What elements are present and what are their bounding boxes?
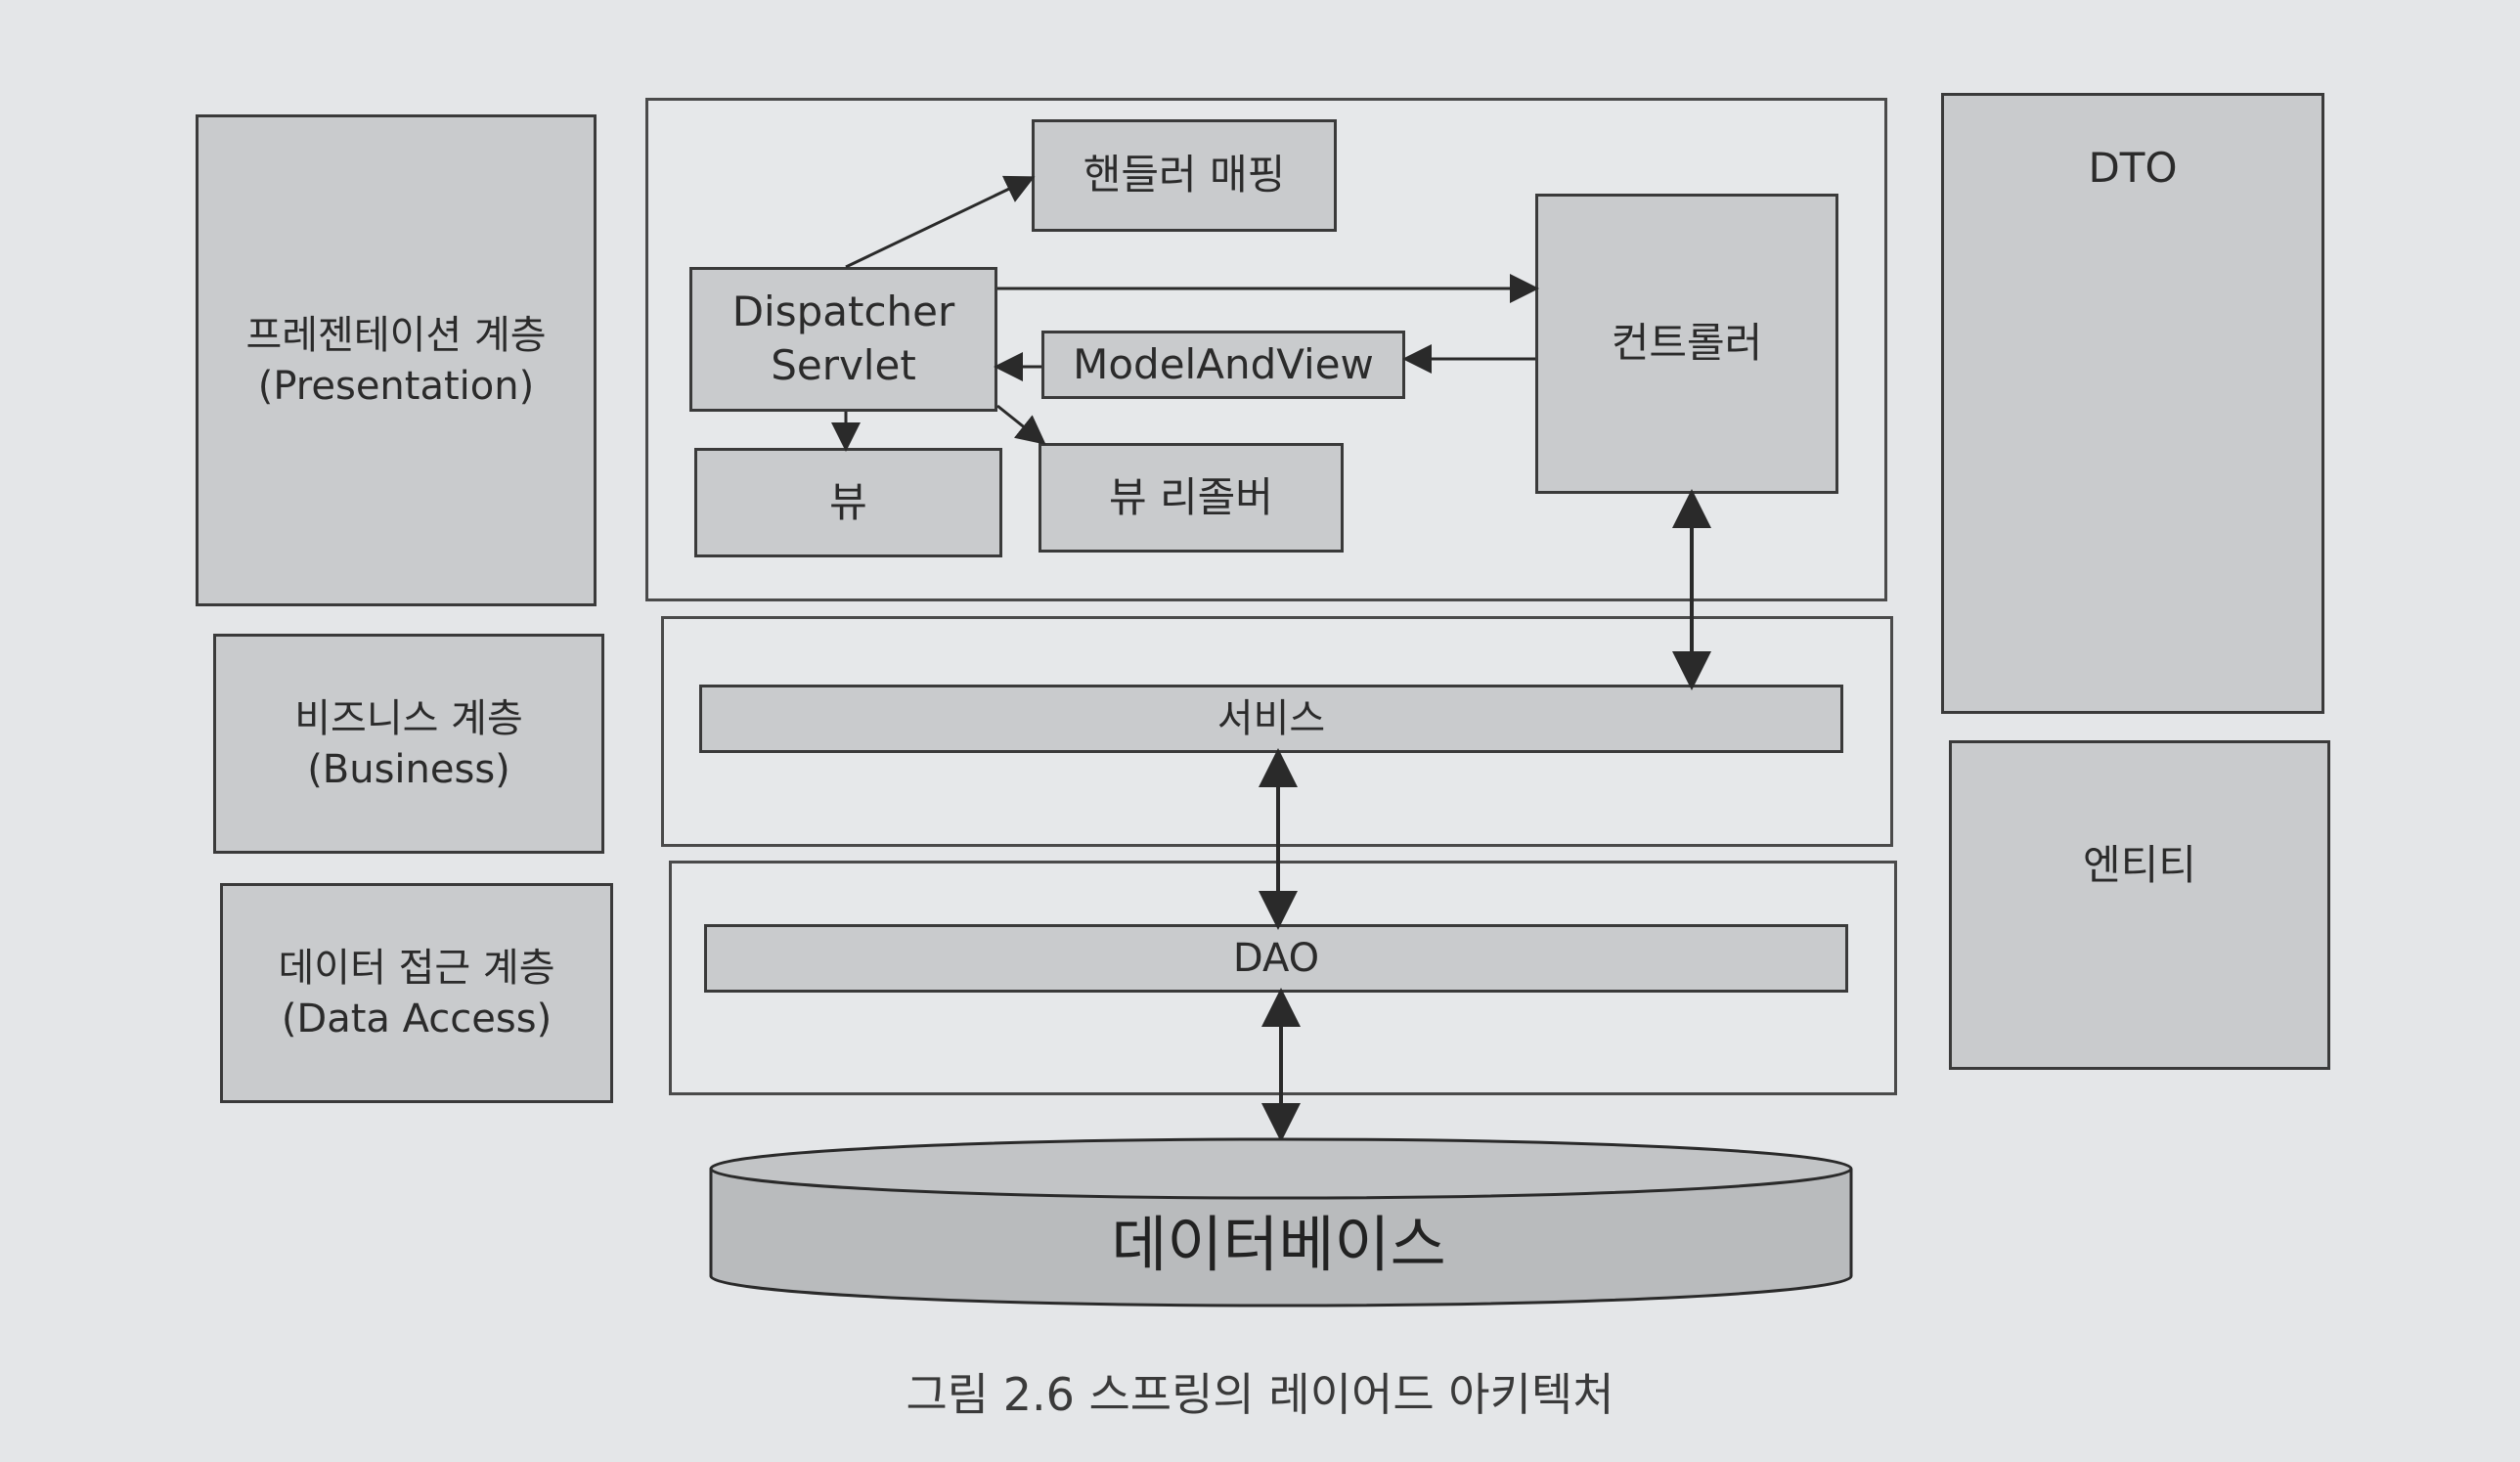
arrow-to-handler-mapping xyxy=(845,175,1036,269)
presentation-layer-label: 프레젠테이션 계층 xyxy=(245,312,547,358)
presentation-layer-sublabel: (Presentation) xyxy=(257,363,535,409)
view-resolver-label: 뷰 리졸버 xyxy=(1109,472,1273,521)
dto-label: DTO xyxy=(2088,144,2178,193)
business-layer-label: 비즈니스 계층 xyxy=(294,695,523,741)
dispatcher-servlet-box: Dispatcher Servlet xyxy=(689,267,997,412)
view-resolver-box: 뷰 리졸버 xyxy=(1039,443,1344,553)
dto-box: DTO xyxy=(1941,93,2324,714)
view-box: 뷰 xyxy=(694,448,1002,557)
entity-box: 엔티티 xyxy=(1949,740,2330,1070)
handler-mapping-box: 핸들러 매핑 xyxy=(1032,119,1337,232)
model-and-view-box: ModelAndView xyxy=(1041,331,1405,399)
service-label: 서비스 xyxy=(1216,696,1326,741)
dispatcher-servlet-label: Dispatcher xyxy=(731,288,955,336)
data-access-layer-box: 데이터 접근 계층 (Data Access) xyxy=(220,883,613,1103)
business-layer-sublabel: (Business) xyxy=(307,746,510,792)
dao-label: DAO xyxy=(1232,936,1320,981)
business-layer-box: 비즈니스 계층 (Business) xyxy=(213,634,604,854)
presentation-layer-box: 프레젠테이션 계층 (Presentation) xyxy=(196,114,597,606)
figure-caption: 그림 2.6 스프링의 레이어드 아키텍처 xyxy=(906,1368,1614,1421)
database-cylinder xyxy=(709,1137,1853,1307)
database-label: 데이터베이스 xyxy=(1111,1209,1446,1280)
data-access-layer-label: 데이터 접근 계층 xyxy=(278,945,555,991)
controller-box: 컨트롤러 xyxy=(1535,194,1838,494)
controller-label: 컨트롤러 xyxy=(1611,319,1763,368)
model-and-view-label: ModelAndView xyxy=(1073,339,1374,388)
handler-mapping-label: 핸들러 매핑 xyxy=(1083,151,1286,199)
data-access-layer-sublabel: (Data Access) xyxy=(281,996,553,1041)
arrow-to-view-resolver xyxy=(996,404,1046,445)
view-label: 뷰 xyxy=(829,477,867,526)
entity-label: 엔티티 xyxy=(2083,841,2196,890)
dispatcher-servlet-sublabel: Servlet xyxy=(771,341,916,389)
